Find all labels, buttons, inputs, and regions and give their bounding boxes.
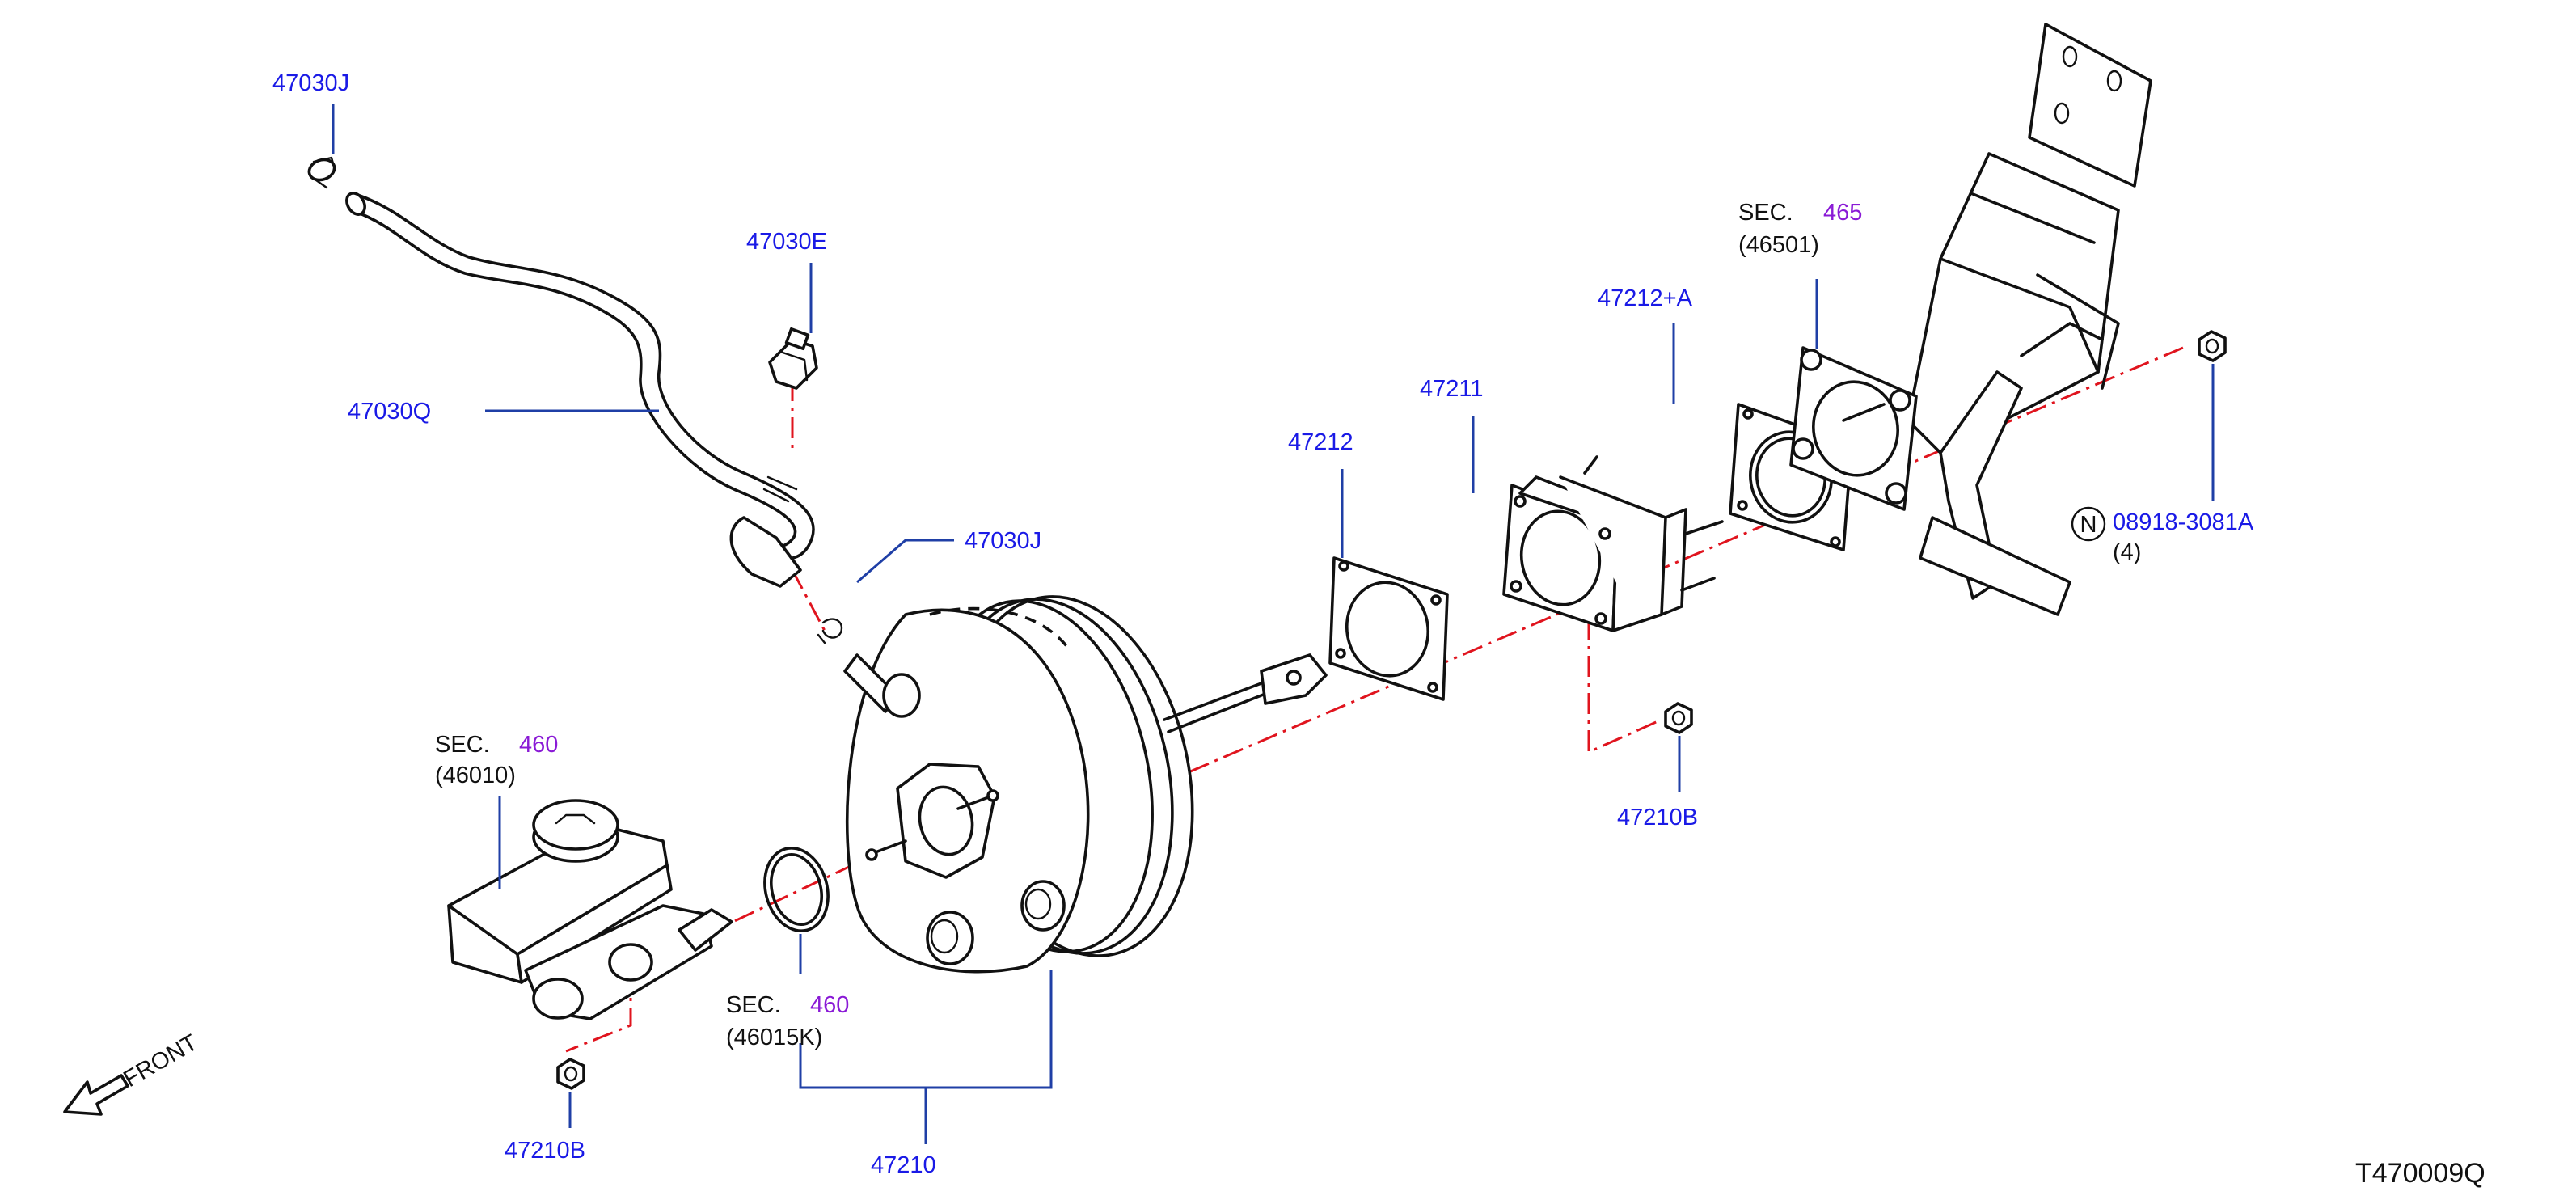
n-badge-letter: N xyxy=(2080,512,2097,538)
brake-booster xyxy=(843,595,1328,974)
nut-top-right xyxy=(2198,330,2227,362)
part-labels: 47030J 47030E 47030Q 47030J 47212 47211 … xyxy=(272,70,2254,1178)
master-cylinder xyxy=(447,799,733,1020)
hose-clamp-mid xyxy=(817,618,843,644)
front-direction-arrow: FRONT xyxy=(63,1029,203,1116)
label-vacuum-hose: 47030Q xyxy=(348,399,431,425)
sec-part: (46015K) xyxy=(726,1025,822,1050)
sec-word: SEC. xyxy=(435,732,490,758)
leader-lines xyxy=(332,104,2215,1144)
spacer-47211 xyxy=(1502,455,1724,632)
label-bolt-nut-qty: (4) xyxy=(2113,539,2141,565)
nut-bottom xyxy=(556,1058,585,1090)
section-ref-pedal: SEC. 465 (46501) xyxy=(1738,200,1862,258)
label-nut-bottom: 47210B xyxy=(505,1138,585,1164)
label-check-valve: 47030E xyxy=(746,229,827,255)
label-hose-clamp-mid: 47030J xyxy=(965,528,1041,554)
o-ring xyxy=(763,847,830,932)
sec-word: SEC. xyxy=(1738,200,1793,226)
sec-part: (46010) xyxy=(435,763,516,788)
brake-pedal-assembly xyxy=(1789,23,2152,616)
sec-part: (46501) xyxy=(1738,232,1819,258)
section-ref-o-ring: SEC. 460 (46015K) xyxy=(726,992,849,1050)
front-label: FRONT xyxy=(120,1029,203,1092)
sec-number: 460 xyxy=(810,992,849,1018)
gasket-47212 xyxy=(1328,556,1449,701)
nut-center xyxy=(1664,702,1693,734)
label-gasket-a: 47212+A xyxy=(1598,285,1693,311)
sec-word: SEC. xyxy=(726,992,781,1018)
label-nut-center: 47210B xyxy=(1617,805,1698,830)
sec-number: 465 xyxy=(1823,200,1862,226)
label-spacer: 47211 xyxy=(1420,376,1484,402)
sec-number: 460 xyxy=(519,732,558,758)
bolt-nut-callout: N 08918-3081A (4) xyxy=(2071,506,2254,565)
label-hose-clamp-top: 47030J xyxy=(272,70,349,96)
check-valve xyxy=(768,327,818,390)
label-bolt-nut: 08918-3081A xyxy=(2113,509,2254,535)
section-ref-master-cylinder: SEC. 460 (46010) xyxy=(435,732,558,788)
label-booster: 47210 xyxy=(871,1152,936,1178)
label-gasket: 47212 xyxy=(1288,429,1353,455)
hose-clamp-top xyxy=(307,156,336,189)
n-badge xyxy=(2071,506,2106,542)
vacuum-hose xyxy=(345,192,815,588)
drawing-id: T470009Q xyxy=(2355,1158,2485,1189)
